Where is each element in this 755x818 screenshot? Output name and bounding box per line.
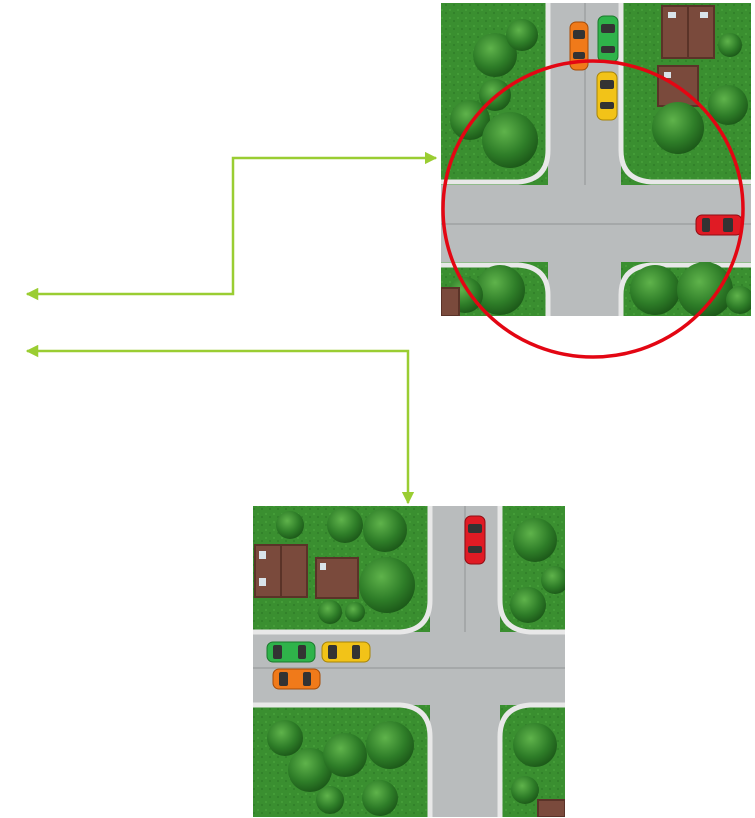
intersection-scene-bottom [253, 506, 569, 817]
intersection-scene-top [441, 3, 754, 318]
car-orange-icon [273, 669, 320, 689]
house-icon [538, 800, 565, 817]
car-green-icon [598, 16, 618, 62]
house-icon [255, 545, 307, 597]
connector-arrow-2 [27, 351, 408, 503]
house-icon [316, 558, 358, 598]
car-yellow-icon [322, 642, 370, 662]
house-icon [441, 288, 459, 316]
car-red-icon [465, 516, 485, 564]
connector-arrow-1 [27, 158, 436, 294]
car-green-icon [267, 642, 315, 662]
house-icon [662, 6, 714, 58]
car-yellow-icon [597, 72, 617, 120]
car-red-icon [696, 215, 742, 235]
